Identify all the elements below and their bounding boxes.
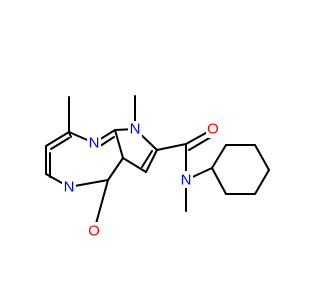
pyrrole-bond: [122, 157, 147, 173]
atom-label-layer: N N N N O O: [62, 121, 220, 240]
pyridine-bond: [45, 131, 70, 147]
cyclohexyl-bond: [211, 167, 227, 195]
cyclohexyl-bond: [211, 144, 227, 169]
pyrrole-bond: [145, 149, 158, 173]
atom-n-amide: N: [181, 172, 192, 189]
n-pyridine-label: N: [62, 178, 76, 196]
atom-n-pyrrole: N: [130, 121, 141, 138]
n-pyrrole-label: N: [128, 121, 142, 138]
atom-n-pyridine: N: [64, 179, 75, 196]
structure-svg: N N N N O O: [45, 95, 270, 240]
n-pyrimidine-label: N: [87, 134, 101, 152]
pyrrole-bond: [141, 150, 153, 168]
amide-bond: [156, 143, 187, 151]
pyrimidine-bond: [107, 157, 124, 181]
pyridine-bond: [50, 137, 70, 150]
cyclohexyl-bond: [254, 169, 270, 195]
pyrimidine-bond: [114, 129, 124, 159]
o-amide-label: O: [206, 121, 220, 138]
atom-n-pyrimidine: N: [89, 135, 100, 152]
n-amide-label: N: [179, 171, 193, 189]
atom-o-amide: O: [207, 121, 219, 138]
cyclohexyl-bond: [254, 144, 270, 171]
molecule-diagram: N N N N O O: [45, 95, 270, 240]
atom-o-ketone: O: [88, 223, 100, 240]
o-ketone-label: O: [87, 222, 101, 240]
bond-layer: [45, 95, 270, 232]
carbonyl-bond: [188, 136, 212, 151]
